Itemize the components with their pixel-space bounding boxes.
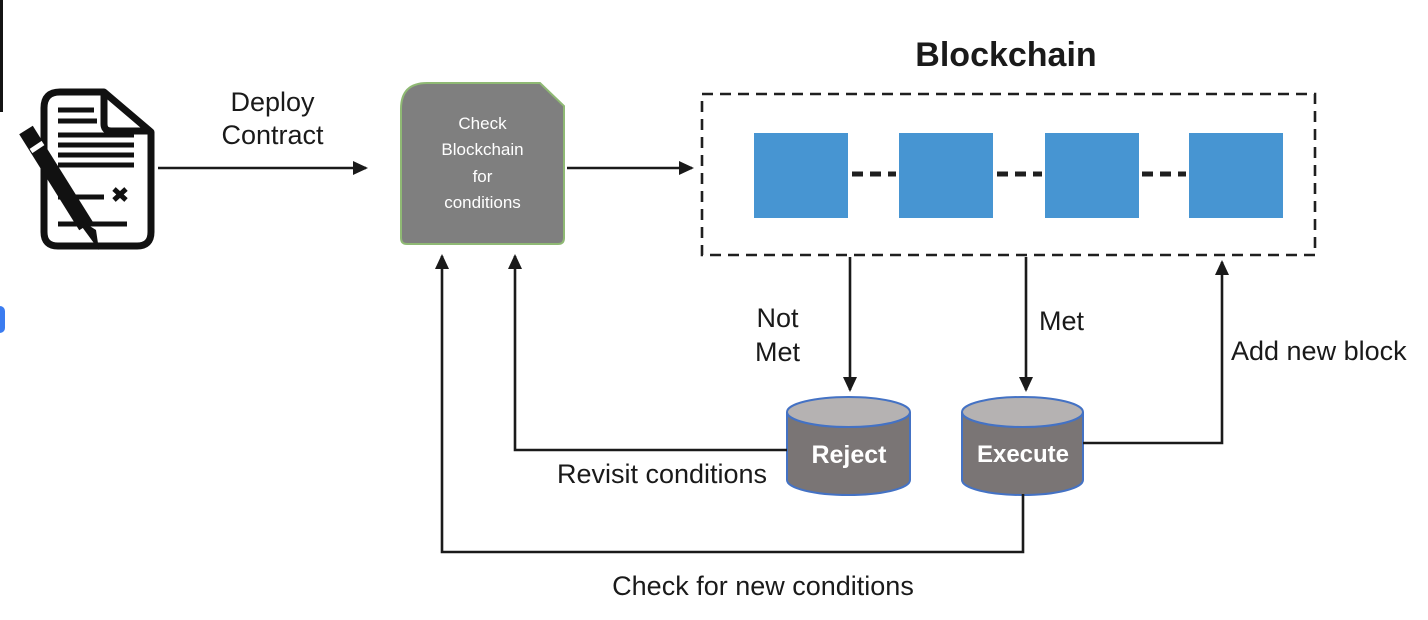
revisit-conditions-label: Revisit conditions xyxy=(556,459,768,489)
check-new-conditions-arrow xyxy=(435,254,1025,554)
pen-icon xyxy=(19,125,99,250)
met-label: Met xyxy=(1038,306,1084,336)
check-blockchain-box-label: Check Blockchain for conditions xyxy=(441,113,524,212)
reject-cylinder xyxy=(786,396,911,496)
reject-cylinder-label: Reject xyxy=(811,441,887,469)
check-for-new-conditions-label: Check for new conditions xyxy=(612,571,914,601)
blockchain-block xyxy=(1045,133,1139,218)
execute-cylinder xyxy=(961,396,1084,496)
not-met-label: Not Met xyxy=(754,303,800,367)
contract-document-icon xyxy=(19,88,155,250)
execute-cylinder-label: Execute xyxy=(976,441,1070,468)
blockchain-title: Blockchain xyxy=(915,36,1097,74)
revisit-conditions-arrow xyxy=(508,254,787,452)
blockchain-dashed-container xyxy=(700,92,1317,257)
add-new-block-arrow xyxy=(1083,260,1229,445)
left-edge-artifact-line xyxy=(0,0,3,112)
blockchain-block xyxy=(899,133,993,218)
check-blockchain-box xyxy=(400,82,565,245)
blockchain-block xyxy=(1189,133,1283,218)
add-new-block-label: Add new block xyxy=(1231,336,1407,366)
blockchain-block xyxy=(754,133,848,218)
deploy-contract-label: Deploy Contract xyxy=(221,87,324,150)
left-edge-blue-pill xyxy=(0,306,5,333)
